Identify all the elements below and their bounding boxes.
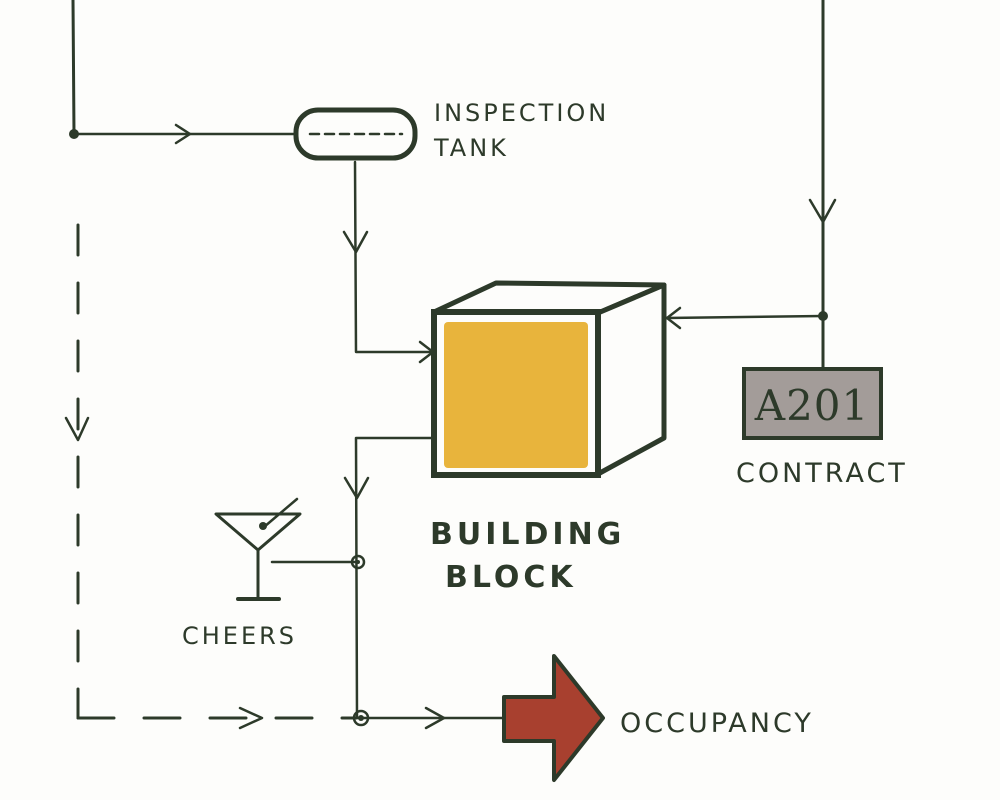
dashed-arrow-head-down — [64, 416, 90, 442]
cube-front-fill — [444, 322, 588, 468]
line-tank-to-cube — [353, 160, 436, 354]
occupancy-label: OCCUPANCY — [620, 708, 814, 739]
cube-icon — [431, 280, 667, 478]
connectors — [64, 0, 837, 730]
inspection-tank-label-line2: TANK — [433, 134, 509, 162]
junction-dot-bottom-inner — [358, 715, 364, 721]
junction-dot-cheers-inner — [356, 560, 360, 564]
contract-code: A201 — [754, 381, 870, 430]
martini-glass-icon — [214, 497, 302, 601]
big-arrow-icon — [502, 654, 605, 782]
tank-icon — [293, 107, 418, 161]
arrow-head-to-tank — [174, 123, 192, 145]
junction-dot-left — [69, 129, 79, 139]
cube-right-face — [595, 282, 667, 477]
cheers-label: CHEERS — [182, 622, 297, 650]
left-main-line — [71, 0, 76, 136]
junction-dot-bottom — [352, 709, 370, 727]
junction-dot-cheers — [350, 554, 366, 570]
dashed-arrow-head-right — [238, 706, 264, 730]
building-block-label-line1: BUILDING — [430, 517, 625, 552]
inspection-tank-label-line1: INSPECTION — [434, 99, 609, 127]
arrow-head-cube-down — [343, 476, 370, 500]
contract-label: CONTRACT — [736, 458, 908, 489]
arrow-head-right-down — [808, 198, 837, 224]
arrow-head-into-cube-right — [665, 306, 682, 330]
line-contract-to-cube — [664, 314, 825, 320]
building-block-label-line2: BLOCK — [445, 560, 577, 595]
line-cube-down — [354, 436, 436, 720]
arrow-head-tank-down — [342, 230, 369, 254]
arrow-head-to-occupancy — [424, 706, 446, 730]
contract-box-icon: A201 — [742, 367, 883, 440]
